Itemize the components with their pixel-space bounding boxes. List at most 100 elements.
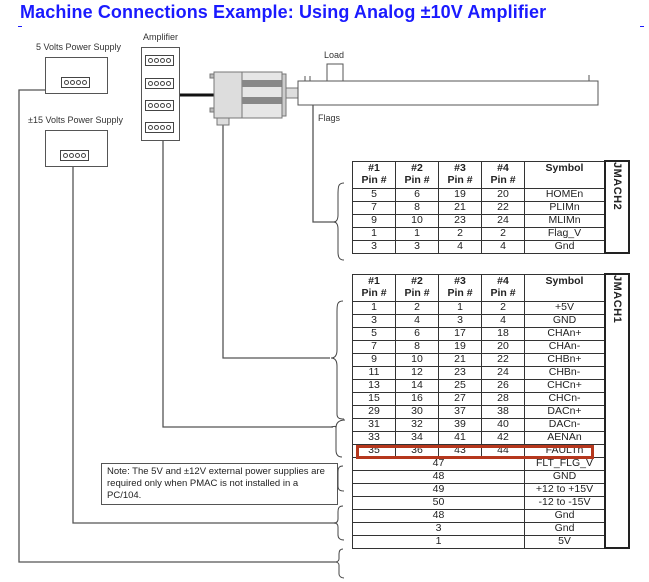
table-cell: CHCn-	[524, 391, 606, 406]
connector-label: JMACH1	[604, 273, 630, 549]
table-cell: 18	[481, 326, 525, 341]
table-cell: 7	[352, 339, 396, 354]
table-cell: 9	[352, 213, 396, 228]
table-cell: 1	[438, 300, 482, 315]
table-cell: 1	[352, 534, 525, 549]
table-cell: GND	[524, 469, 606, 484]
table-cell: -12 to -15V	[524, 495, 606, 510]
table-cell: 1	[395, 226, 439, 241]
table-cell: 2	[481, 300, 525, 315]
table-cell: Gnd	[524, 521, 606, 536]
table-cell: 23	[438, 365, 482, 380]
table-cell: 16	[395, 391, 439, 406]
table-row: 50-12 to -15V	[352, 495, 630, 510]
table-cell: 1	[352, 300, 396, 315]
table-cell: 5	[352, 326, 396, 341]
table-cell: 5V	[524, 534, 606, 549]
wire-encoder	[222, 125, 330, 359]
header-cell: Symbol	[524, 273, 606, 302]
table-cell: 41	[438, 430, 482, 445]
table-cell: 2	[481, 226, 525, 241]
table-cell: 50	[352, 495, 525, 510]
table-cell: CHAn-	[524, 339, 606, 354]
table-cell: 21	[438, 200, 482, 215]
wire-15v-supply	[72, 165, 335, 524]
table-cell: 3	[352, 313, 396, 328]
table-cell: HOMEn	[524, 187, 606, 202]
table-cell: 2	[438, 226, 482, 241]
slide-axis	[297, 63, 599, 106]
amplifier	[141, 47, 180, 141]
table-cell: +5V	[524, 300, 606, 315]
header-cell: Symbol	[524, 160, 606, 189]
table-cell: 22	[481, 200, 525, 215]
aena-highlight-box	[356, 445, 594, 459]
table-cell: 12	[395, 365, 439, 380]
table-cell: 19	[438, 187, 482, 202]
table-cell: GND	[524, 313, 606, 328]
terminal-block	[145, 100, 174, 111]
table-cell: 6	[395, 187, 439, 202]
table-cell: 30	[395, 404, 439, 419]
table-cell: 32	[395, 417, 439, 432]
table-cell: 21	[438, 352, 482, 367]
table-cell: 4	[395, 313, 439, 328]
table-cell: 27	[438, 391, 482, 406]
table-cell: CHCn+	[524, 378, 606, 393]
table-cell: 7	[352, 200, 396, 215]
braces	[330, 182, 346, 579]
table-cell: 49	[352, 482, 525, 497]
terminal-block	[145, 55, 174, 66]
table-cell: 11	[352, 365, 396, 380]
table-cell: 9	[352, 352, 396, 367]
power-supply-15v-label: ±15 Volts Power Supply	[28, 115, 123, 125]
table-cell: +12 to +15V	[524, 482, 606, 497]
amplifier-label: Amplifier	[143, 32, 179, 42]
table-cell: 37	[438, 404, 482, 419]
table-cell: 24	[481, 365, 525, 380]
table-cell: 24	[481, 213, 525, 228]
table-cell: 14	[395, 378, 439, 393]
title-underline-mark	[640, 26, 644, 27]
table-cell: AENAn	[524, 430, 606, 445]
flags-label: Flags	[318, 113, 341, 123]
power-supply-5v	[45, 57, 108, 94]
connector-label: JMACH2	[604, 160, 630, 254]
table-cell: PLIMn	[524, 200, 606, 215]
table-cell: 29	[352, 404, 396, 419]
table-cell: 20	[481, 339, 525, 354]
table-cell: 25	[438, 378, 482, 393]
motor	[180, 71, 299, 126]
table-cell: 15	[352, 391, 396, 406]
table-cell: CHBn-	[524, 365, 606, 380]
table-cell: 3	[438, 313, 482, 328]
table-cell: 48	[352, 469, 525, 484]
table-cell: 3	[352, 239, 396, 254]
table-cell: 4	[438, 239, 482, 254]
table-cell: DACn-	[524, 417, 606, 432]
table-cell: 8	[395, 339, 439, 354]
table-cell: 2	[395, 300, 439, 315]
table-cell: 26	[481, 378, 525, 393]
table-cell: 39	[438, 417, 482, 432]
table-cell: 28	[481, 391, 525, 406]
